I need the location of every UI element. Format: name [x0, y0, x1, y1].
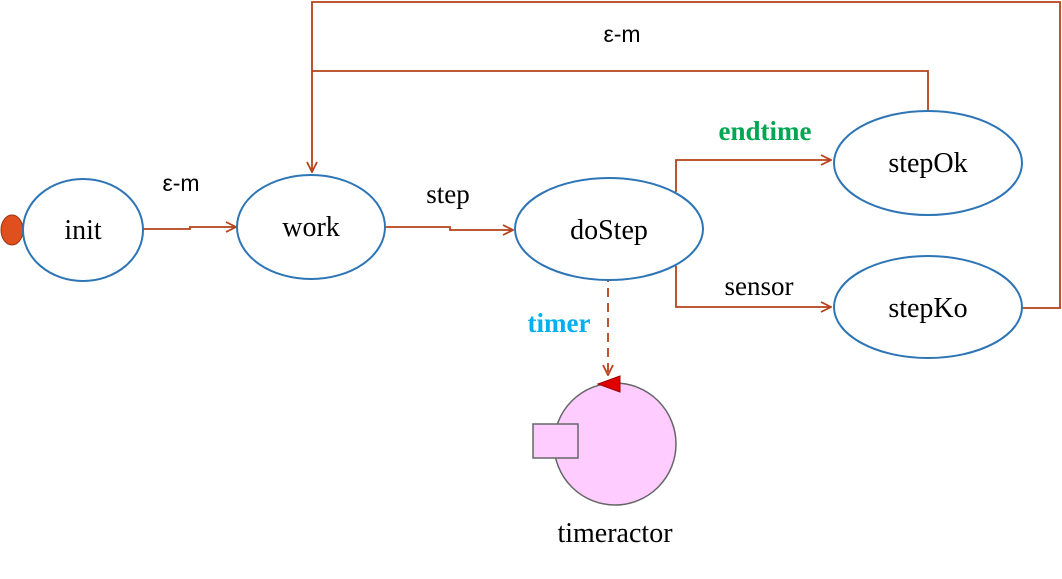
edge-loop-back-inner	[312, 70, 929, 110]
state-work-label: work	[282, 212, 340, 243]
edge-loop-back-outer	[312, 1, 1061, 309]
state-dostep-label: doStep	[570, 215, 648, 246]
timer-actor[interactable]	[532, 375, 677, 506]
edge-dostep-to-stepok	[675, 160, 831, 192]
state-stepok-label: stepOk	[888, 148, 967, 179]
edge-init-to-work	[143, 227, 236, 229]
edge-work-to-dostep	[386, 227, 513, 230]
edge-dostep-to-stepko	[675, 266, 831, 307]
state-work[interactable]: work	[236, 174, 386, 280]
timer-actor-input-port	[596, 375, 621, 393]
timer-actor-port-box	[532, 423, 579, 459]
label-work-to-dostep: step	[426, 179, 470, 209]
state-init-label: init	[64, 215, 102, 246]
state-dostep[interactable]: doStep	[514, 177, 704, 281]
state-stepko-label: stepKo	[888, 293, 967, 324]
state-init[interactable]: init	[22, 178, 144, 282]
label-loop-back: ε-m	[603, 21, 640, 47]
timer-actor-label: timeractor	[557, 518, 673, 549]
label-timer: timer	[528, 308, 591, 338]
label-init-to-work: ε-m	[162, 170, 199, 196]
label-sensor: sensor	[725, 271, 794, 301]
state-stepko[interactable]: stepKo	[833, 255, 1023, 359]
label-endtime: endtime	[719, 116, 812, 146]
initial-state-marker	[0, 214, 24, 246]
state-stepok[interactable]: stepOk	[833, 110, 1023, 216]
